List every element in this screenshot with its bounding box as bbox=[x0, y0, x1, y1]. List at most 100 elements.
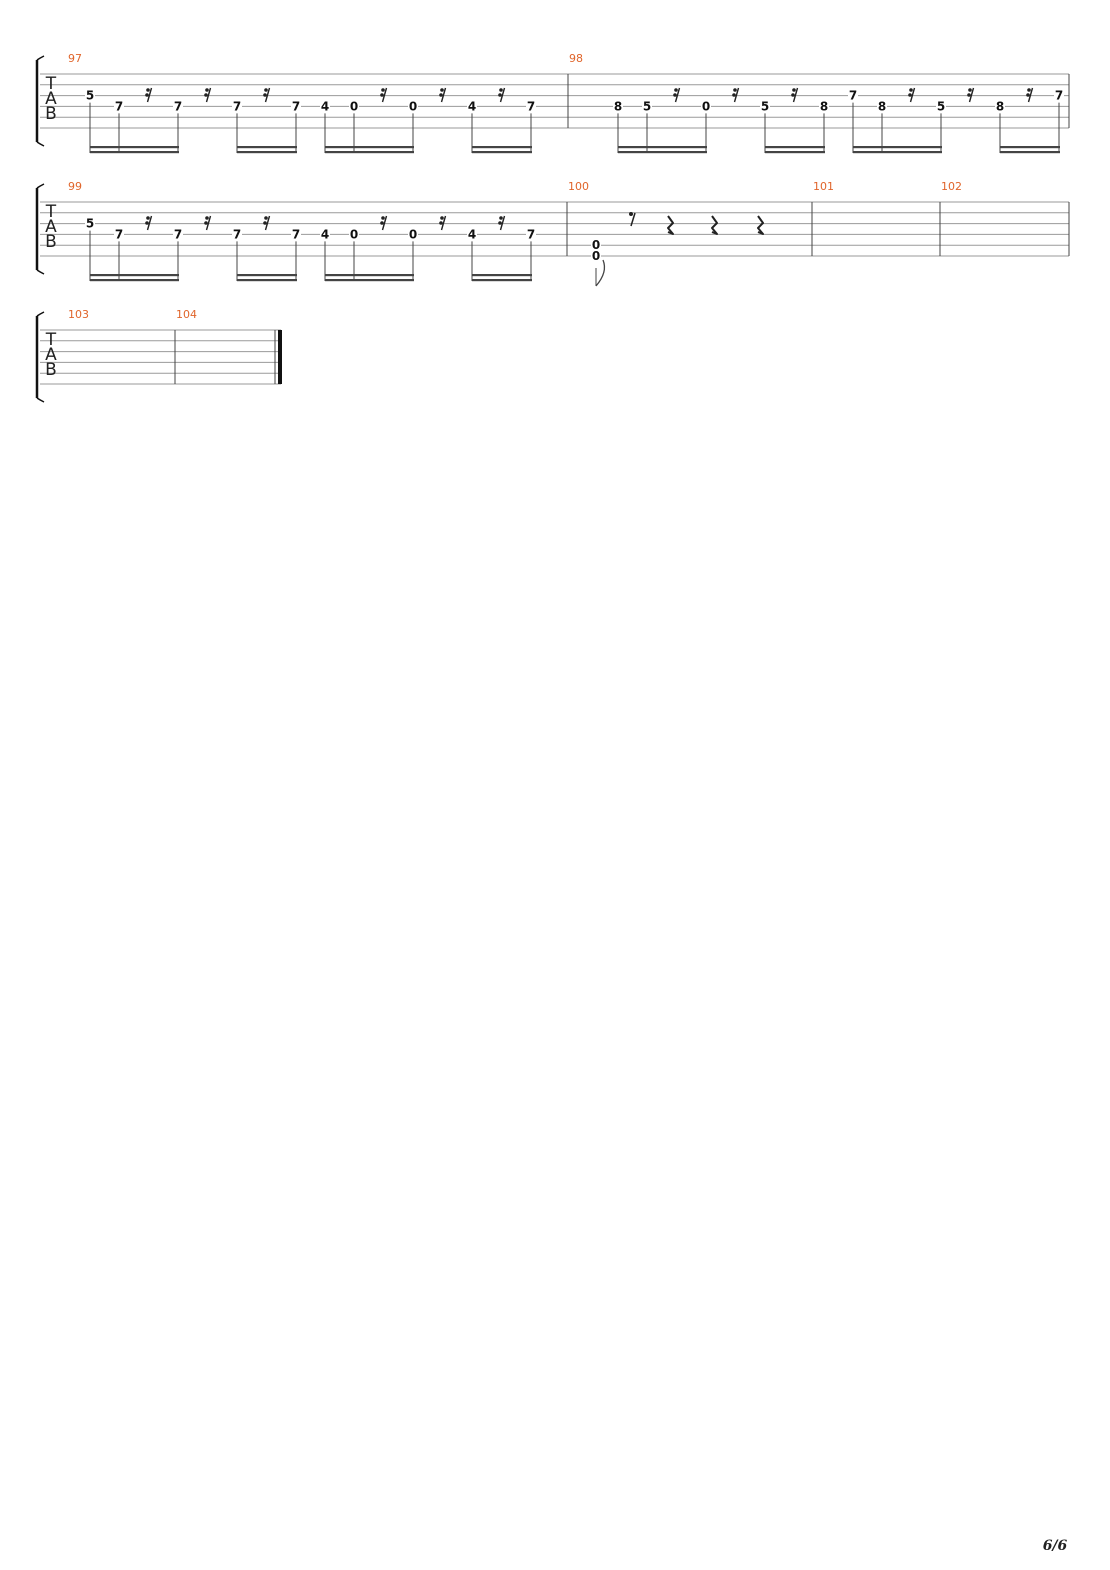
rest-dot bbox=[732, 93, 736, 97]
fret-bg bbox=[291, 227, 301, 241]
beam bbox=[325, 151, 414, 154]
fret-number: 7 bbox=[174, 227, 182, 241]
rest-stem bbox=[205, 215, 212, 231]
fret-bg bbox=[408, 227, 418, 241]
fret-number: 7 bbox=[292, 99, 300, 113]
rest-stem bbox=[146, 215, 153, 231]
fret-number: 5 bbox=[761, 99, 769, 113]
fret-number: 7 bbox=[292, 227, 300, 241]
rest-dot bbox=[204, 93, 208, 97]
rest-stem bbox=[264, 215, 271, 231]
measure-number: 97 bbox=[68, 52, 82, 65]
rest-dot bbox=[205, 216, 209, 220]
rest-dot bbox=[629, 212, 633, 216]
fret-bg bbox=[995, 99, 1005, 113]
rest-dot bbox=[205, 88, 209, 92]
rest-dot bbox=[967, 93, 971, 97]
rest-dot bbox=[439, 221, 443, 225]
rest-dot bbox=[498, 221, 502, 225]
beam bbox=[1000, 146, 1060, 149]
fret-bg bbox=[467, 227, 477, 241]
beam bbox=[853, 151, 942, 154]
rest-stem bbox=[440, 215, 447, 231]
system-bracket-top bbox=[36, 183, 45, 189]
final-barline-thick bbox=[278, 330, 282, 384]
fret-number: 7 bbox=[1055, 89, 1063, 103]
rest-dot bbox=[380, 93, 384, 97]
fret-number: 4 bbox=[468, 227, 476, 241]
fret-bg bbox=[936, 99, 946, 113]
rest-stem bbox=[205, 87, 212, 103]
fret-bg bbox=[85, 88, 95, 102]
measure-number: 104 bbox=[176, 308, 197, 321]
beam bbox=[618, 151, 707, 154]
rest-dot bbox=[499, 88, 503, 92]
rest-dot bbox=[381, 216, 385, 220]
fret-number: 5 bbox=[937, 99, 945, 113]
fret-number: 7 bbox=[527, 99, 535, 113]
fret-bg bbox=[526, 227, 536, 241]
rest-dot bbox=[440, 216, 444, 220]
fret-number: 8 bbox=[614, 99, 622, 113]
system-bracket-top bbox=[36, 311, 45, 317]
tab-clef-letter: B bbox=[45, 232, 57, 252]
fret-bg bbox=[320, 227, 330, 241]
fret-number: 7 bbox=[115, 227, 123, 241]
fret-bg bbox=[591, 249, 601, 262]
fret-number: 0 bbox=[409, 99, 417, 113]
rest-stem bbox=[909, 87, 916, 103]
beam bbox=[472, 151, 532, 154]
fret-number: 5 bbox=[86, 89, 94, 103]
fret-number: 0 bbox=[350, 99, 358, 113]
fret-bg bbox=[173, 227, 183, 241]
rest-dot bbox=[499, 216, 503, 220]
fret-number: 4 bbox=[321, 227, 329, 241]
fret-bg bbox=[349, 227, 359, 241]
system-bracket-bottom bbox=[36, 397, 45, 403]
system-bracket-bottom bbox=[36, 269, 45, 275]
fret-bg bbox=[642, 99, 652, 113]
beam bbox=[325, 274, 414, 277]
beam bbox=[1000, 151, 1060, 154]
beam bbox=[237, 274, 297, 277]
rest-dot bbox=[908, 93, 912, 97]
fret-bg bbox=[701, 99, 711, 113]
fret-bg bbox=[819, 99, 829, 113]
beam bbox=[853, 146, 942, 149]
tab-clef-letter: T bbox=[45, 330, 57, 350]
quarter-rest bbox=[711, 215, 718, 235]
beam bbox=[237, 279, 297, 282]
beam bbox=[325, 279, 414, 282]
fret-number: 7 bbox=[233, 227, 241, 241]
beam bbox=[472, 146, 532, 149]
rest-stem bbox=[381, 215, 388, 231]
rest-dot bbox=[792, 88, 796, 92]
beam bbox=[325, 146, 414, 149]
fret-bg bbox=[320, 99, 330, 113]
system-bracket-bottom bbox=[36, 141, 45, 147]
rest-stem bbox=[264, 87, 271, 103]
rest-dot bbox=[381, 88, 385, 92]
rest-dot bbox=[674, 88, 678, 92]
rest-dot bbox=[145, 221, 149, 225]
beam bbox=[90, 279, 179, 282]
fret-bg bbox=[232, 99, 242, 113]
rest-dot bbox=[264, 216, 268, 220]
fret-bg bbox=[877, 99, 887, 113]
beam bbox=[472, 274, 532, 277]
measure-number: 100 bbox=[568, 180, 589, 193]
fret-number: 7 bbox=[849, 89, 857, 103]
fret-number: 0 bbox=[350, 227, 358, 241]
beam bbox=[237, 146, 297, 149]
fret-bg bbox=[760, 99, 770, 113]
fret-number: 8 bbox=[996, 99, 1004, 113]
fret-bg bbox=[467, 99, 477, 113]
beam bbox=[90, 146, 179, 149]
rest-dot bbox=[263, 221, 267, 225]
fret-number: 7 bbox=[174, 99, 182, 113]
note-flag bbox=[595, 259, 606, 287]
fret-bg bbox=[114, 227, 124, 241]
measure-number: 99 bbox=[68, 180, 82, 193]
rest-stem bbox=[733, 87, 740, 103]
